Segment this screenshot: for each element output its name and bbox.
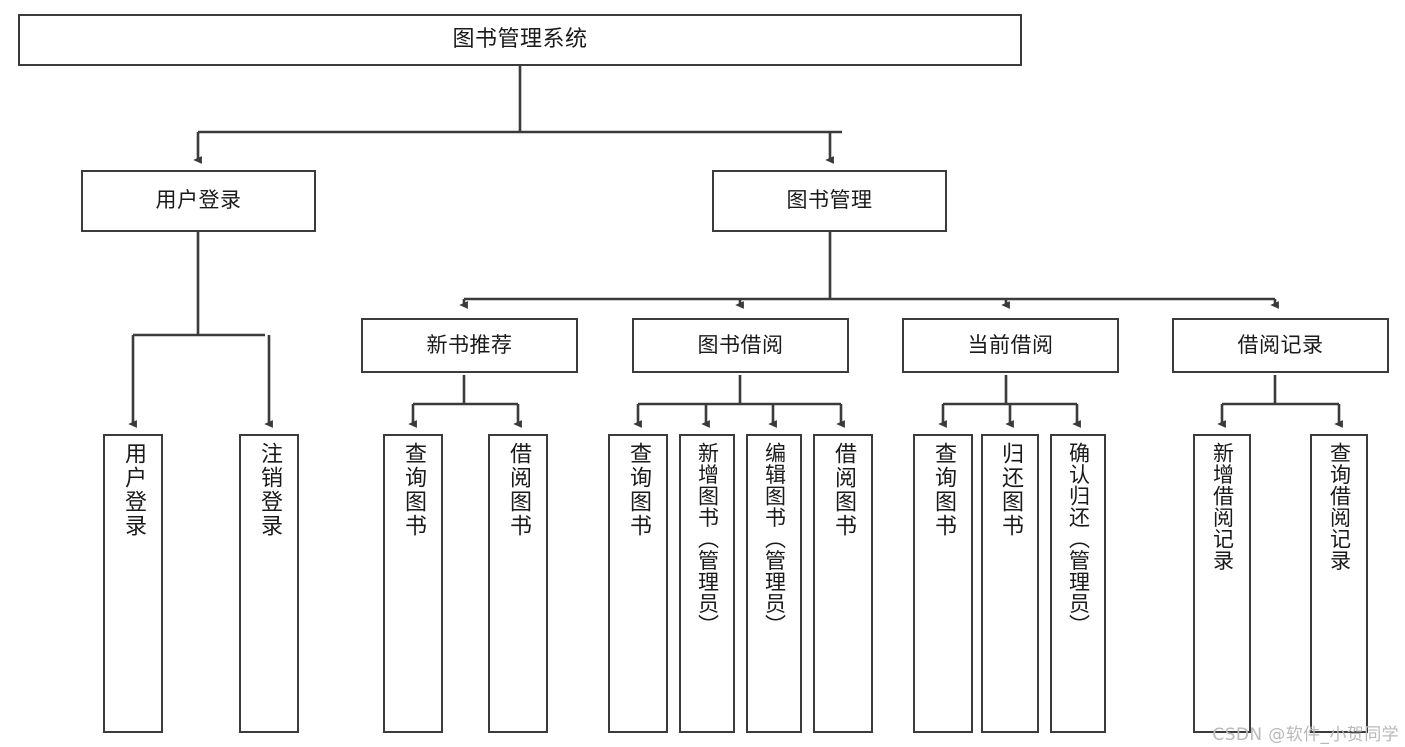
node-leaf-add-book[interactable]: 新增图书（管理员） xyxy=(679,434,735,733)
node-current-borrow-label: 当前借阅 xyxy=(967,332,1054,357)
node-leaf-user-logout-label: 注销登录 xyxy=(257,442,282,538)
node-book-borrow-label: 图书借阅 xyxy=(697,332,784,357)
node-current-borrow[interactable]: 当前借阅 xyxy=(902,318,1119,373)
node-leaf-query-record[interactable]: 查询借阅记录 xyxy=(1310,434,1368,733)
node-leaf-confirm-return-label: 确认归还（管理员） xyxy=(1066,442,1091,636)
node-leaf-user-login-label: 用户登录 xyxy=(121,442,146,538)
csdn-watermark: CSDN @软件_小贺同学 xyxy=(1212,725,1399,745)
node-leaf-query-book-3-label: 查询图书 xyxy=(931,442,956,538)
node-leaf-query-record-label: 查询借阅记录 xyxy=(1327,442,1352,571)
node-leaf-borrow-book-2-label: 借阅图书 xyxy=(831,442,856,538)
node-book-manage-label: 图书管理 xyxy=(786,188,873,213)
node-leaf-borrow-book-1[interactable]: 借阅图书 xyxy=(488,434,548,733)
node-leaf-return-book[interactable]: 归还图书 xyxy=(981,434,1039,733)
node-leaf-confirm-return[interactable]: 确认归还（管理员） xyxy=(1050,434,1106,733)
node-leaf-edit-book[interactable]: 编辑图书（管理员） xyxy=(746,434,802,733)
node-root-label: 图书管理系统 xyxy=(452,26,588,52)
node-leaf-query-book-1[interactable]: 查询图书 xyxy=(383,434,443,733)
node-root[interactable]: 图书管理系统 xyxy=(18,14,1022,66)
node-leaf-add-book-label: 新增图书（管理员） xyxy=(695,442,720,636)
node-user-login-label: 用户登录 xyxy=(155,188,242,213)
node-borrow-record-label: 借阅记录 xyxy=(1237,332,1324,357)
node-leaf-user-login[interactable]: 用户登录 xyxy=(103,434,163,733)
node-leaf-query-book-2[interactable]: 查询图书 xyxy=(608,434,668,733)
node-new-book-recommend[interactable]: 新书推荐 xyxy=(361,318,578,373)
node-leaf-borrow-book-2[interactable]: 借阅图书 xyxy=(813,434,873,733)
node-leaf-query-book-2-label: 查询图书 xyxy=(626,442,651,538)
node-leaf-add-record-label: 新增借阅记录 xyxy=(1210,442,1235,571)
node-book-manage[interactable]: 图书管理 xyxy=(712,170,947,232)
node-leaf-user-logout[interactable]: 注销登录 xyxy=(239,434,299,733)
node-leaf-return-book-label: 归还图书 xyxy=(998,442,1023,538)
node-borrow-record[interactable]: 借阅记录 xyxy=(1172,318,1389,373)
node-new-book-recommend-label: 新书推荐 xyxy=(426,332,513,357)
node-leaf-borrow-book-1-label: 借阅图书 xyxy=(506,442,531,538)
node-leaf-query-book-1-label: 查询图书 xyxy=(401,442,426,538)
node-book-borrow[interactable]: 图书借阅 xyxy=(632,318,849,373)
node-leaf-add-record[interactable]: 新增借阅记录 xyxy=(1193,434,1251,733)
node-leaf-edit-book-label: 编辑图书（管理员） xyxy=(762,442,787,636)
node-user-login[interactable]: 用户登录 xyxy=(81,170,316,232)
node-leaf-query-book-3[interactable]: 查询图书 xyxy=(913,434,973,733)
